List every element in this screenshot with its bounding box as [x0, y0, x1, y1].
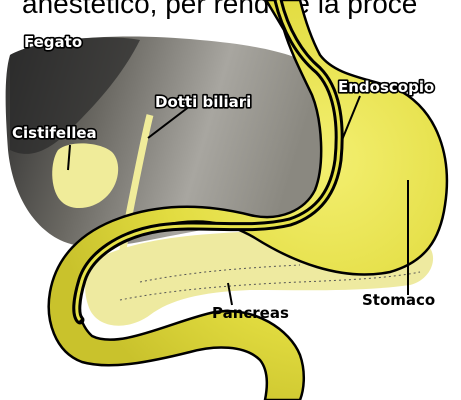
label-bile-ducts: Dotti biliari [155, 93, 251, 111]
label-stomach: Stomaco [362, 291, 435, 309]
label-endoscope: Endoscopio [338, 78, 434, 96]
label-gallbladder: Cistifellea [12, 124, 97, 142]
label-liver: Fegato [24, 33, 82, 51]
label-pancreas: Pancreas [212, 304, 289, 322]
